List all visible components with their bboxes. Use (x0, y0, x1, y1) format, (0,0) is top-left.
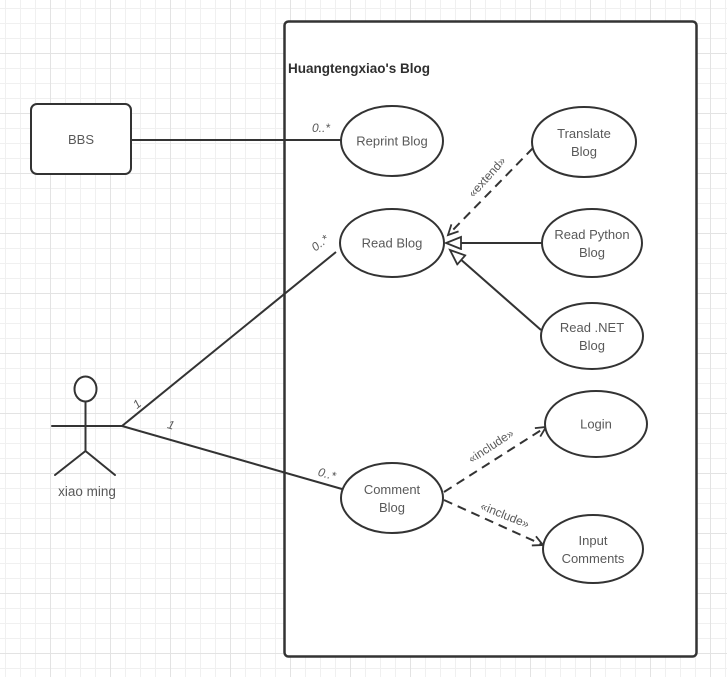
actor-right-leg (84, 450, 116, 476)
usecase-translate-blog-label-line2: Blog (571, 144, 597, 159)
usecase-read-blog[interactable]: Read Blog (339, 208, 445, 278)
edge-include-comment-input[interactable] (443, 499, 545, 547)
multiplicity-actor-comment-source: 1 (166, 417, 176, 432)
usecase-read-net-blog-label-line2: Blog (579, 338, 605, 353)
system-boundary-title: Huangtengxiao's Blog (288, 61, 430, 76)
usecase-read-net-blog[interactable]: Read .NET Blog (540, 302, 644, 370)
bbs-label: BBS (68, 132, 94, 147)
edge-actor-comment-blog[interactable] (121, 425, 343, 490)
usecase-login-label: Login (580, 417, 612, 432)
actor-label: xiao ming (58, 484, 116, 499)
bbs-box[interactable] (30, 103, 132, 175)
usecase-read-net-blog-label-line1: Read .NET (560, 320, 624, 335)
usecase-input-comments-label-line1: Input (579, 533, 608, 548)
bbs-node[interactable]: BBS (30, 103, 132, 175)
edge-include-comment-login[interactable] (443, 425, 548, 493)
usecase-reprint-blog-label: Reprint Blog (356, 134, 428, 149)
edge-read-net-generalization[interactable] (450, 250, 542, 331)
actor-head (73, 375, 98, 403)
edge-extend-translate-read[interactable] (446, 147, 534, 237)
usecase-read-python-blog-label-line2: Blog (579, 245, 605, 260)
usecase-read-blog-label: Read Blog (362, 236, 423, 251)
usecase-comment-blog[interactable]: Comment Blog (340, 462, 444, 534)
usecase-comment-blog-label-line1: Comment (364, 482, 421, 497)
usecase-input-comments-label-line2: Comments (562, 551, 625, 566)
usecase-translate-blog[interactable]: Translate Blog (531, 106, 637, 178)
multiplicity-actor-comment-target: 0..* (316, 465, 337, 484)
edge-actor-read-blog[interactable] (121, 251, 337, 427)
actor-xiao-ming[interactable]: xiao ming (51, 375, 123, 500)
actor-left-leg (54, 450, 87, 476)
usecase-read-python-blog-label-line1: Read Python (554, 227, 629, 242)
usecase-login[interactable]: Login (544, 390, 648, 458)
multiplicity-bbs-reprint: 0..* (312, 121, 330, 135)
usecase-input-comments[interactable]: Input Comments (542, 514, 644, 584)
usecase-read-python-blog[interactable]: Read Python Blog (541, 208, 643, 278)
usecase-translate-blog-label-line1: Translate (557, 126, 611, 141)
usecase-comment-blog-label-line2: Blog (379, 500, 405, 515)
usecase-reprint-blog[interactable]: Reprint Blog (340, 105, 444, 177)
